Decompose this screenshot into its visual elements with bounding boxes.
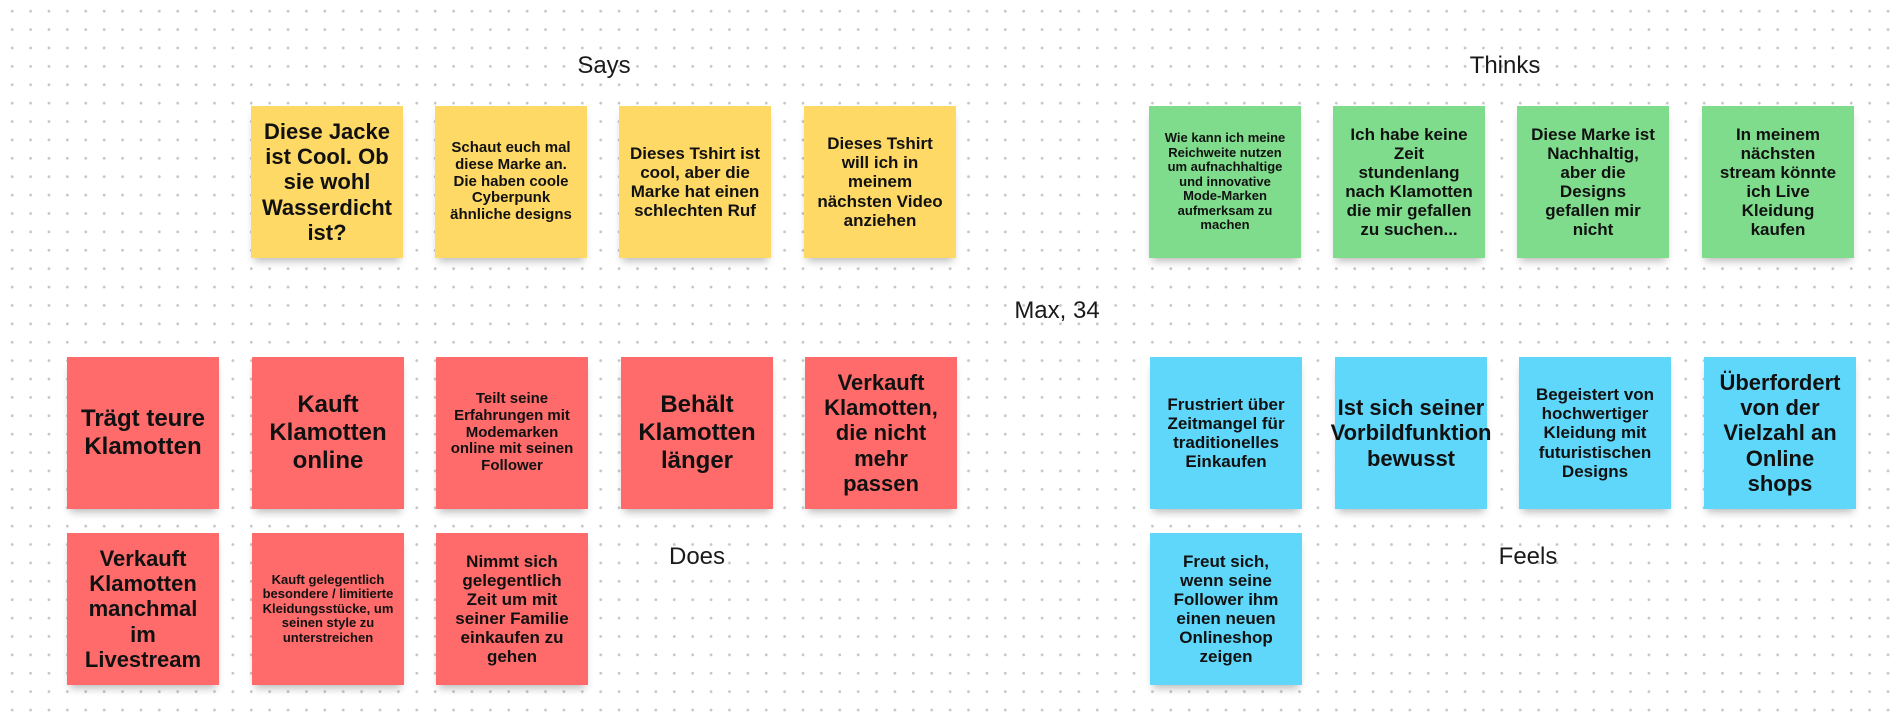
does-label: Does (668, 543, 726, 570)
does-note-6[interactable]: Verkauft Klamotten manchmal im Livestrea… (67, 533, 219, 685)
feels-note-4[interactable]: Überfordert von der Vielzahl an Online s… (1704, 357, 1856, 509)
thinks-note-3[interactable]: Diese Marke ist Nachhaltig, aber die Des… (1517, 106, 1669, 258)
thinks-note-1[interactable]: Wie kann ich meine Reichweite nutzen um … (1149, 106, 1301, 258)
says-label: Says (577, 52, 631, 79)
feels-note-1[interactable]: Frustriert über Zeitmangel für tradition… (1150, 357, 1302, 509)
says-note-1[interactable]: Diese Jacke ist Cool. Ob sie wohl Wasser… (251, 106, 403, 258)
thinks-note-2[interactable]: Ich habe keine Zeit stundenlang nach Kla… (1333, 106, 1485, 258)
feels-label: Feels (1498, 543, 1558, 570)
does-note-1[interactable]: Trägt teure Klamotten (67, 357, 219, 509)
does-note-8[interactable]: Nimmt sich gelegentlich Zeit um mit sein… (436, 533, 588, 685)
thinks-label: Thinks (1469, 52, 1541, 79)
does-note-3[interactable]: Teilt seine Erfahrungen mit Modemarken o… (436, 357, 588, 509)
does-note-5[interactable]: Verkauft Klamotten, die nicht mehr passe… (805, 357, 957, 509)
feels-note-3[interactable]: Begeistert von hochwertiger Kleidung mit… (1519, 357, 1671, 509)
does-note-7[interactable]: Kauft gelegentlich besondere / limitiert… (252, 533, 404, 685)
feels-note-2[interactable]: Ist sich seiner Vorbildfunktion bewusst (1331, 357, 1491, 509)
persona-label: Max, 34 (1014, 297, 1100, 324)
says-note-3[interactable]: Dieses Tshirt ist cool, aber die Marke h… (619, 106, 771, 258)
says-note-4[interactable]: Dieses Tshirt will ich in meinem nächste… (804, 106, 956, 258)
feels-note-5[interactable]: Freut sich, wenn seine Follower ihm eine… (1150, 533, 1302, 685)
does-note-4[interactable]: Behält Klamotten länger (621, 357, 773, 509)
does-note-2[interactable]: Kauft Klamotten online (252, 357, 404, 509)
says-note-2[interactable]: Schaut euch mal diese Marke an. Die habe… (435, 106, 587, 258)
thinks-note-4[interactable]: In meinem nächsten stream könnte ich Liv… (1702, 106, 1854, 258)
